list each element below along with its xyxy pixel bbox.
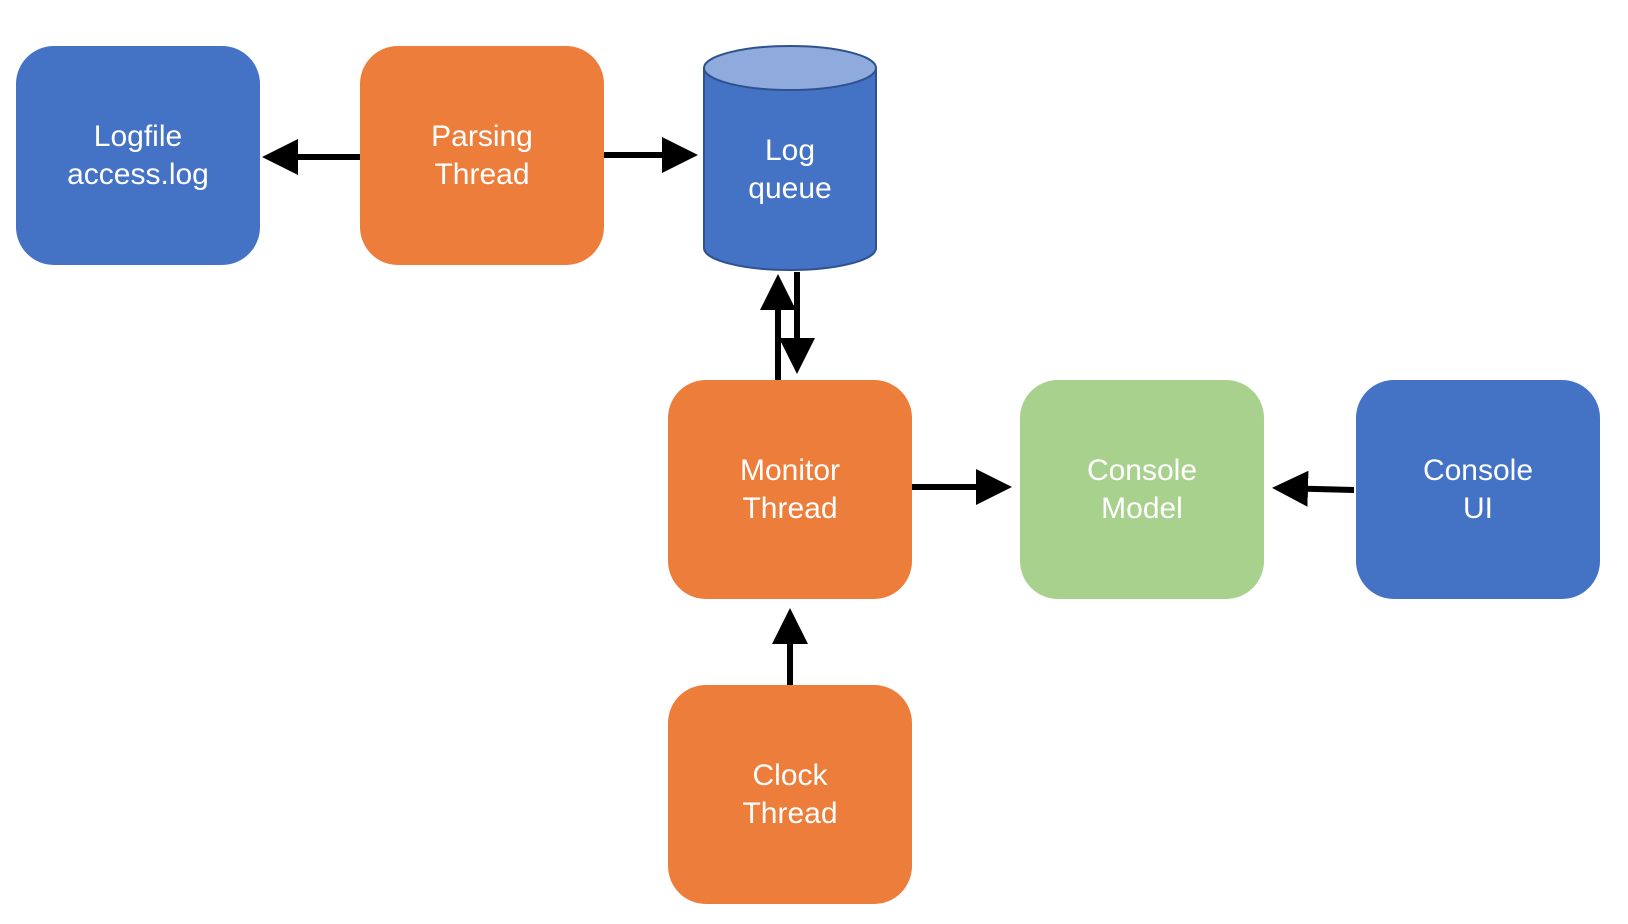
model-label-line2: Model [1101, 491, 1183, 525]
queue-label-line1: Log [764, 134, 816, 167]
monitor-label-line2: Thread [742, 491, 838, 525]
monitor-thread-node: Monitor Thread [668, 380, 912, 599]
model-label-line1: Console [1086, 453, 1198, 487]
arrow-ui-to-model [1272, 470, 1355, 507]
console-ui-node: Console UI [1356, 380, 1600, 599]
logfile-label-line1: Logfile [93, 119, 183, 153]
logfile-label-line2: access.log [67, 157, 209, 191]
ui-label-line1: Console [1422, 453, 1534, 487]
log-queue-label: Log queue [704, 128, 876, 212]
logfile-node: Logfile access.log [16, 46, 260, 265]
clock-thread-node: Clock Thread [668, 685, 912, 904]
log-queue-cylinder [703, 45, 877, 271]
parsing-thread-node: Parsing Thread [360, 46, 604, 265]
log-queue-body [703, 67, 877, 271]
ui-label-line2: UI [1463, 491, 1493, 525]
log-queue-top [703, 45, 877, 91]
clock-label-line2: Thread [742, 796, 838, 830]
clock-label-line1: Clock [752, 758, 828, 792]
parsing-label-line1: Parsing [431, 119, 533, 153]
queue-label-line2: queue [748, 172, 832, 205]
monitor-label-line1: Monitor [739, 453, 841, 487]
parsing-label-line2: Thread [434, 157, 530, 191]
console-model-node: Console Model [1020, 380, 1264, 599]
